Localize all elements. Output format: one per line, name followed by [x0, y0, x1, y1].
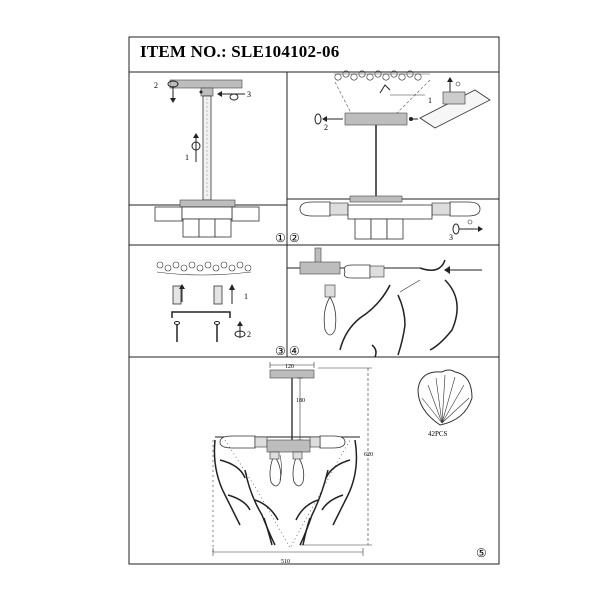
candle-bulb-right — [449, 201, 481, 217]
rotate-arrow-icon — [314, 113, 322, 125]
bead-chain — [156, 261, 252, 276]
frame-hub — [344, 112, 408, 126]
arrow-label: 1 — [185, 153, 189, 162]
step-number-3: ③ — [275, 344, 286, 358]
arrow-label: 3 — [449, 233, 453, 242]
dimension-canopy-width: 120 — [285, 364, 294, 370]
shell-icon — [417, 369, 473, 426]
dimension-rod-length: 180 — [296, 398, 305, 404]
dimension-total-width: 510 — [281, 559, 290, 565]
outer-frame — [128, 36, 500, 565]
arrow-label: 2 — [247, 330, 251, 339]
arrow-label: 1 — [244, 292, 248, 301]
arrow-label: 3 — [247, 90, 251, 99]
canopy-plate — [169, 79, 243, 89]
panel-3-bead-hook — [156, 261, 252, 342]
rod-coupler — [200, 87, 214, 97]
bead-strand — [334, 70, 430, 81]
canopy — [269, 369, 315, 379]
panel-4-shell-install — [287, 247, 482, 358]
candle-bulb-down — [323, 296, 337, 336]
item-number-title: ITEM NO.: SLE104102-06 — [140, 42, 340, 61]
wall-plug-left — [172, 285, 182, 305]
curved-arm — [419, 259, 446, 271]
panel-2-shade-install — [287, 70, 499, 240]
step-number-1: ① — [275, 231, 286, 245]
rotate-arrow-icon — [452, 223, 460, 235]
shell-count-label: 42PCS — [428, 430, 448, 438]
wall-plug-right — [213, 285, 223, 305]
arrow-label: 2 — [324, 123, 328, 132]
hook-detail — [379, 84, 391, 94]
connector-detail — [419, 77, 491, 129]
panel-1-rod-install — [129, 79, 287, 238]
arrow-label: 2 — [154, 81, 158, 90]
dimension-total-height: 620 — [364, 452, 373, 458]
candle-bulb-left — [299, 201, 331, 217]
step-number-4: ④ — [289, 344, 300, 358]
candle-bulb — [343, 264, 371, 279]
mounting-bracket — [171, 311, 231, 318]
step-number-5: ⑤ — [476, 546, 487, 560]
rotate-arrow-icon — [234, 330, 246, 338]
panel-5-final-assembly — [212, 362, 473, 556]
rotate-arrow-icon — [229, 93, 239, 101]
arrow-label: 1 — [428, 96, 432, 105]
step-number-2: ② — [289, 231, 300, 245]
